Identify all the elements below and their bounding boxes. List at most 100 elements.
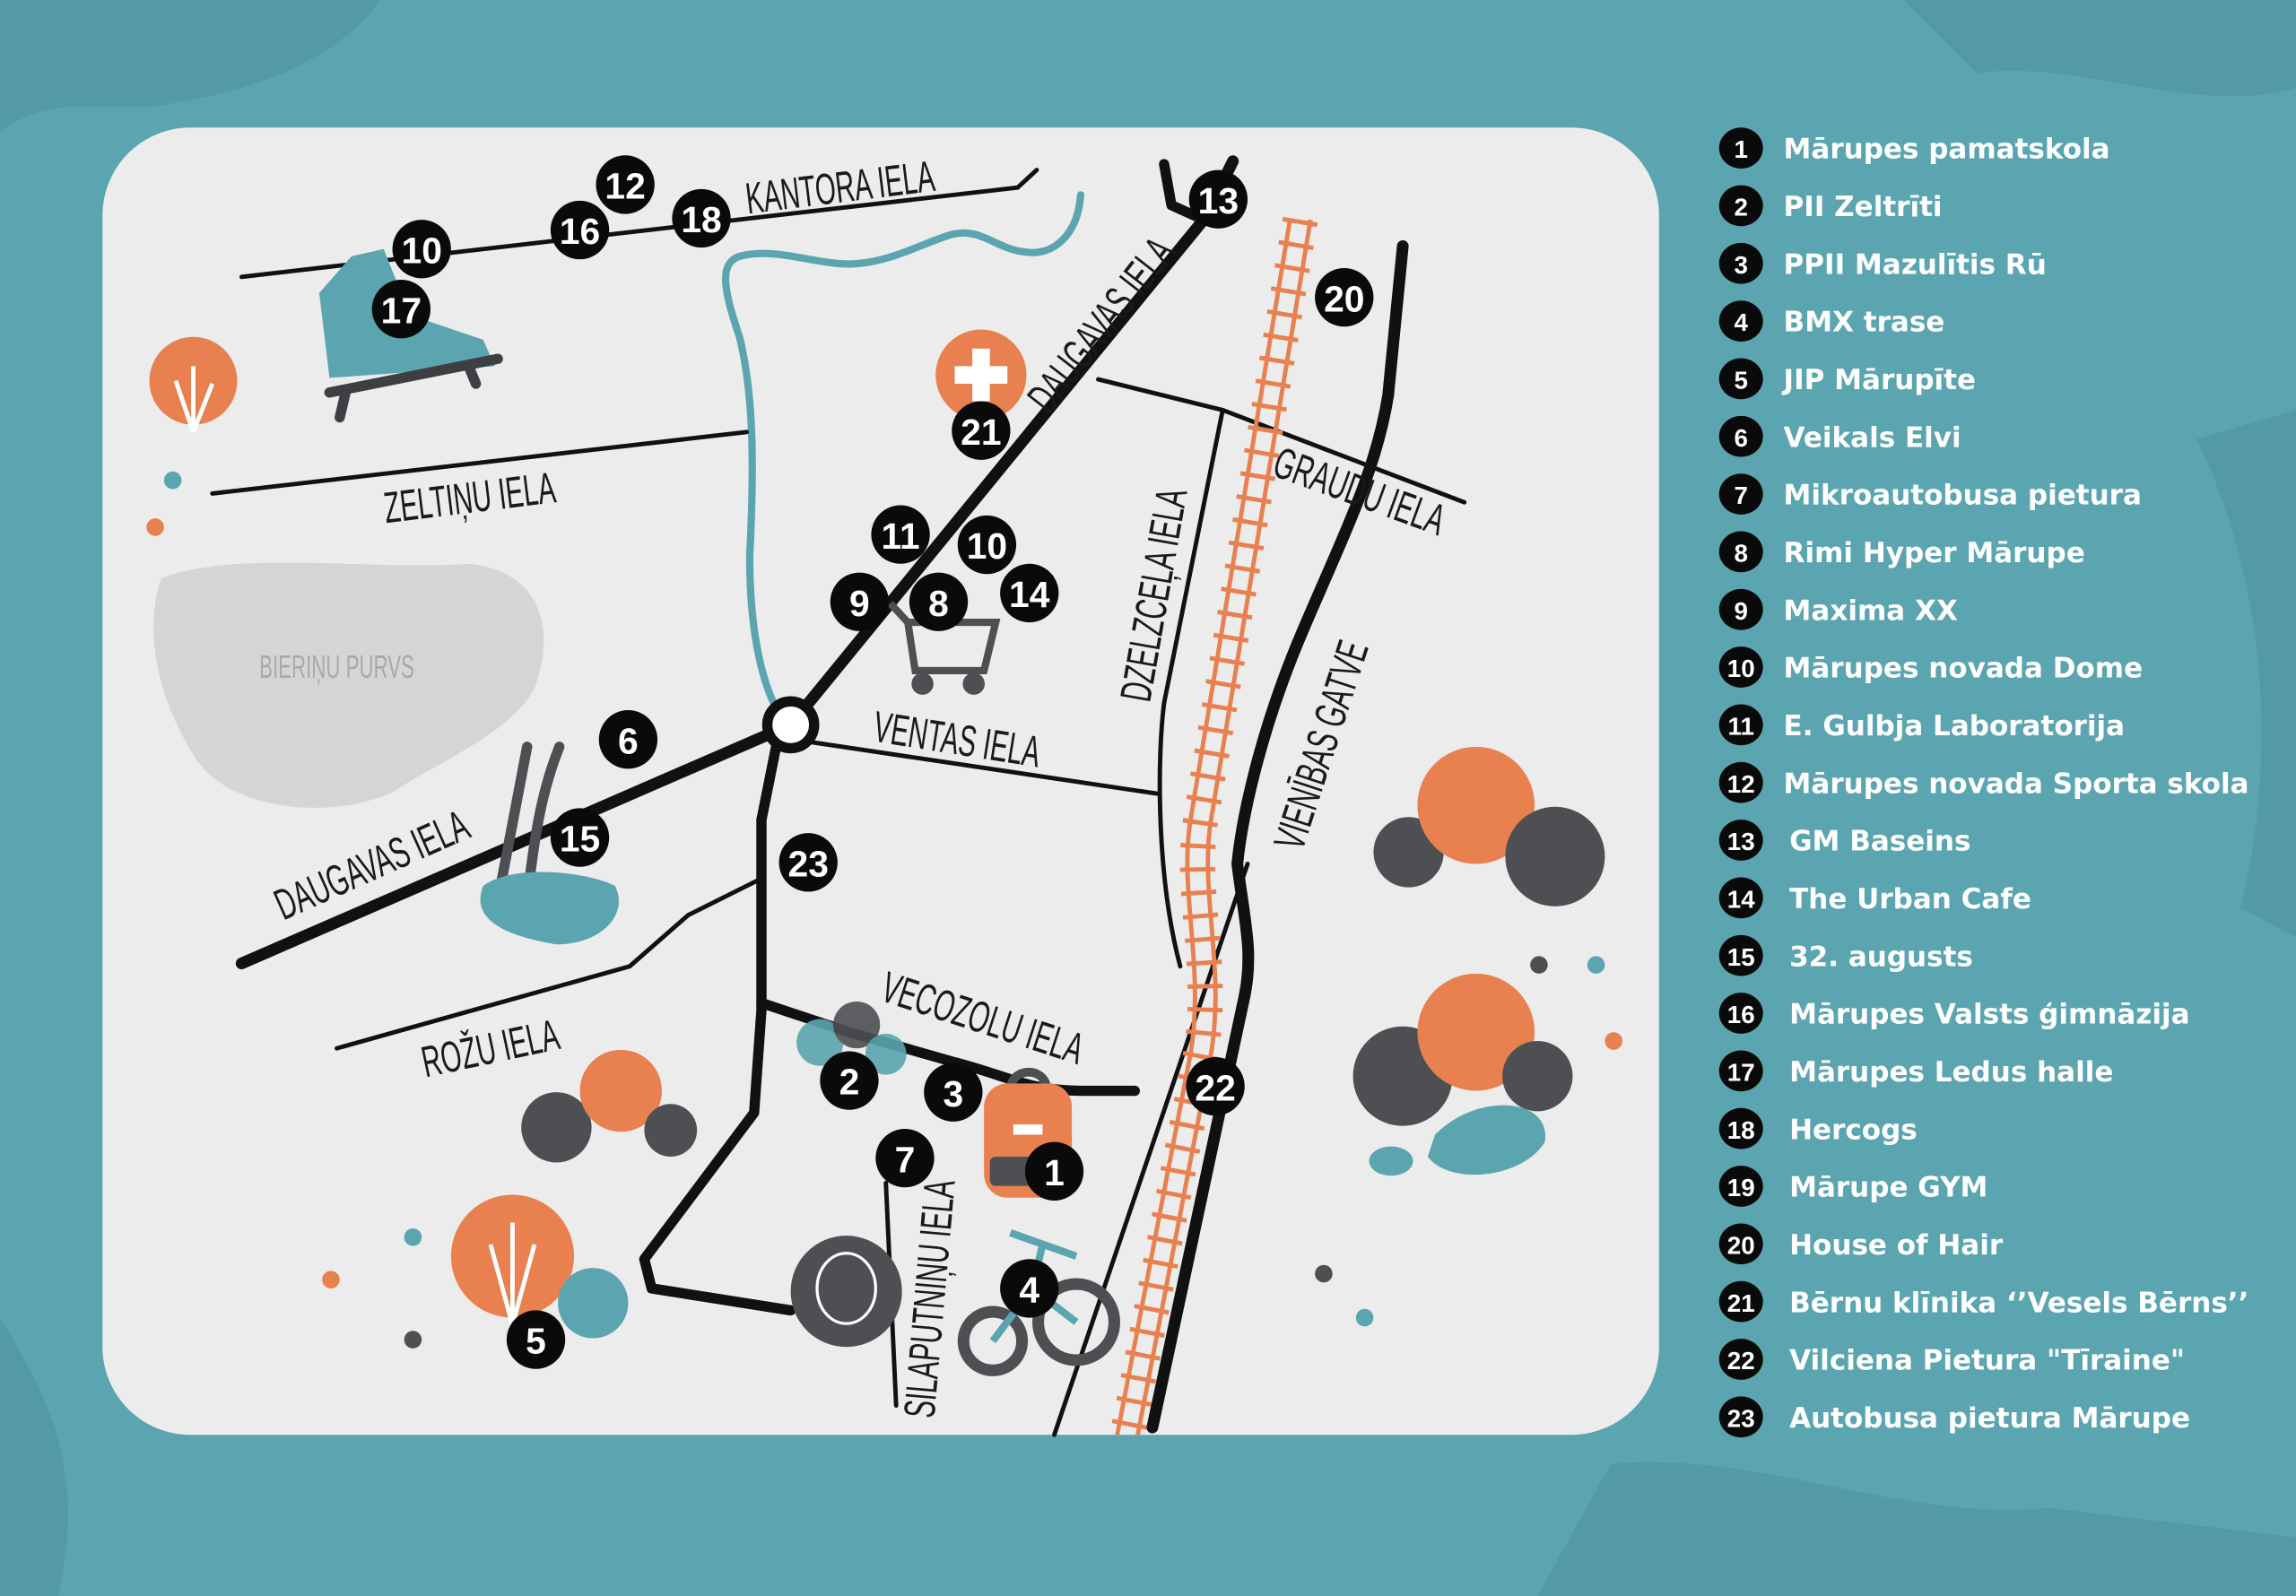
legend-label: PPII Mazulītis Rū (1784, 248, 2047, 281)
shopping-cart-icon (887, 601, 1001, 695)
legend-label: Mikroautobusa pietura (1784, 480, 2142, 512)
legend-item: 3 PPII Mazulītis Rū (1718, 242, 2047, 284)
marker-number: 2 (839, 1062, 860, 1103)
map-marker-13[interactable]: 13 (1188, 169, 1248, 229)
legend-label: 32. augusts (1789, 941, 1973, 973)
legend-label: JIP Mārupīte (1782, 364, 1976, 396)
legend-number: 16 (1727, 1001, 1755, 1028)
map-marker-4[interactable]: 4 (1000, 1259, 1059, 1318)
map-marker-6[interactable]: 6 (598, 710, 658, 769)
legend-number: 1 (1735, 135, 1748, 163)
bush-icon (1352, 973, 1573, 1176)
railway (1109, 216, 1318, 1438)
marker-number: 3 (944, 1073, 964, 1115)
legend-label: Veikals Elvi (1784, 421, 1961, 454)
marker-number: 20 (1324, 278, 1364, 319)
map-marker-17[interactable]: 17 (371, 280, 430, 339)
legend-badge (1718, 877, 1763, 919)
legend-number: 4 (1735, 308, 1749, 336)
map-marker-18[interactable]: 18 (672, 188, 731, 248)
marker-circle (550, 808, 610, 867)
legend-number: 13 (1727, 828, 1755, 855)
vienibas-gatve-road (1146, 239, 1409, 1434)
map-marker-8[interactable]: 8 (909, 572, 969, 631)
marker-circle (1186, 1056, 1245, 1116)
map-marker-1[interactable]: 1 (1024, 1141, 1084, 1201)
marker-number: 23 (788, 843, 829, 884)
marker-circle (1315, 267, 1374, 327)
legend-number: 8 (1735, 540, 1748, 568)
marker-circle (830, 572, 890, 631)
map-marker-21[interactable]: 21 (952, 401, 1011, 460)
map-marker-3[interactable]: 3 (924, 1063, 983, 1122)
marker-number: 9 (849, 583, 870, 624)
medical-cross-icon (935, 329, 1027, 421)
map-marker-14[interactable]: 14 (1000, 563, 1059, 623)
map-marker-9[interactable]: 9 (830, 572, 890, 631)
map-marker-10[interactable]: 10 (392, 220, 451, 279)
legend-badge (1718, 993, 1763, 1034)
rozu-iela-road (335, 876, 764, 1051)
marker-number: 1 (1044, 1152, 1065, 1193)
legend-number: 21 (1727, 1289, 1755, 1317)
lake-bierinu-purvs (153, 562, 544, 808)
legend-label: Bērnu klīnika ‘’Vesels Bērns’’ (1789, 1287, 2248, 1319)
map-marker-10[interactable]: 10 (957, 515, 1017, 575)
map-marker-12[interactable]: 12 (596, 155, 655, 214)
map-marker-7[interactable]: 7 (875, 1128, 935, 1188)
map-marker-22[interactable]: 22 (1186, 1056, 1245, 1116)
dzelzcela-iela-road (1157, 407, 1225, 969)
marker-number: 12 (604, 166, 645, 207)
legend-badge (1718, 1050, 1763, 1092)
legend-number: 17 (1727, 1058, 1755, 1086)
marker-number: 13 (1198, 180, 1239, 221)
legend-number: 3 (1735, 251, 1748, 279)
map-marker-20[interactable]: 20 (1315, 267, 1374, 327)
bush-icon (149, 336, 238, 433)
map-marker-2[interactable]: 2 (820, 1051, 879, 1110)
legend-number: 19 (1727, 1174, 1755, 1201)
legend-number: 12 (1727, 770, 1755, 798)
legend-number: 20 (1727, 1231, 1755, 1259)
bush-icon (450, 1194, 629, 1339)
legend-label: Rimi Hyper Mārupe (1784, 537, 2085, 569)
ventas-iela-road (810, 740, 1160, 796)
zeltinu-iela-road (210, 429, 750, 496)
legend-number: 11 (1728, 712, 1754, 740)
legend-badge (1718, 1339, 1763, 1380)
legend-badge (1718, 704, 1763, 746)
map-marker-5[interactable]: 5 (506, 1310, 566, 1369)
map-marker-23[interactable]: 23 (778, 833, 838, 892)
legend-label: PII Zeltrīti (1784, 191, 1943, 223)
legend-label: Maxima XX (1784, 594, 1958, 627)
marker-circle (392, 220, 451, 279)
marker-number: 22 (1195, 1067, 1235, 1108)
marker-number: 10 (967, 525, 1007, 567)
marker-circle (672, 188, 731, 248)
bush-icon (1373, 746, 1605, 906)
map-marker-15[interactable]: 15 (550, 808, 610, 867)
bicycle-icon (957, 1229, 1120, 1376)
map-marker-16[interactable]: 16 (550, 200, 610, 260)
legend-badge (1718, 531, 1763, 573)
legend-badge (1718, 1107, 1763, 1149)
marker-circle (1188, 169, 1248, 229)
map-marker-11[interactable]: 11 (871, 505, 930, 564)
legend-badge (1718, 1396, 1763, 1438)
legend-badge (1718, 415, 1763, 457)
legend-number: 22 (1727, 1347, 1755, 1375)
